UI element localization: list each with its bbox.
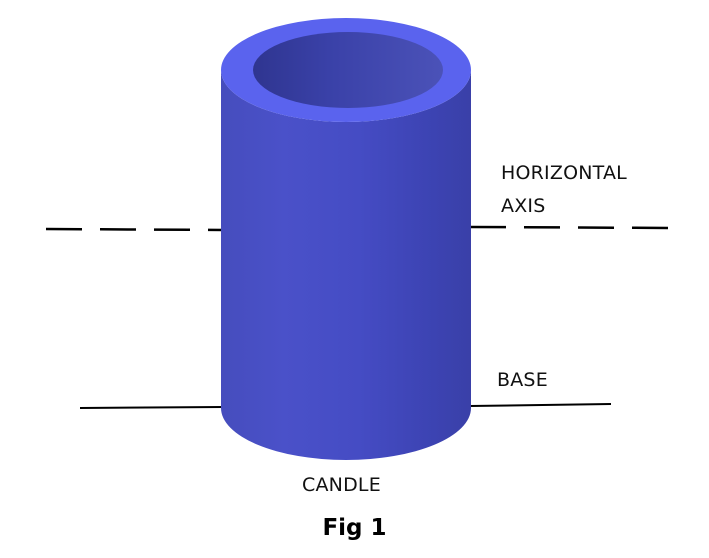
base-line-right xyxy=(469,403,612,407)
candle-label: CANDLE xyxy=(302,474,381,496)
base-label: BASE xyxy=(497,369,548,391)
horizontal-axis-label-line1: HORIZONTAL xyxy=(501,162,627,184)
horizontal-axis-line-right xyxy=(469,225,677,230)
horizontal-axis-label-line2: AXIS xyxy=(501,195,546,217)
horizontal-axis-line-left xyxy=(45,227,225,232)
base-line-left xyxy=(79,406,225,409)
candle-body xyxy=(221,70,471,460)
figure-caption: Fig 1 xyxy=(322,515,387,541)
candle-inner-hollow xyxy=(253,32,443,108)
